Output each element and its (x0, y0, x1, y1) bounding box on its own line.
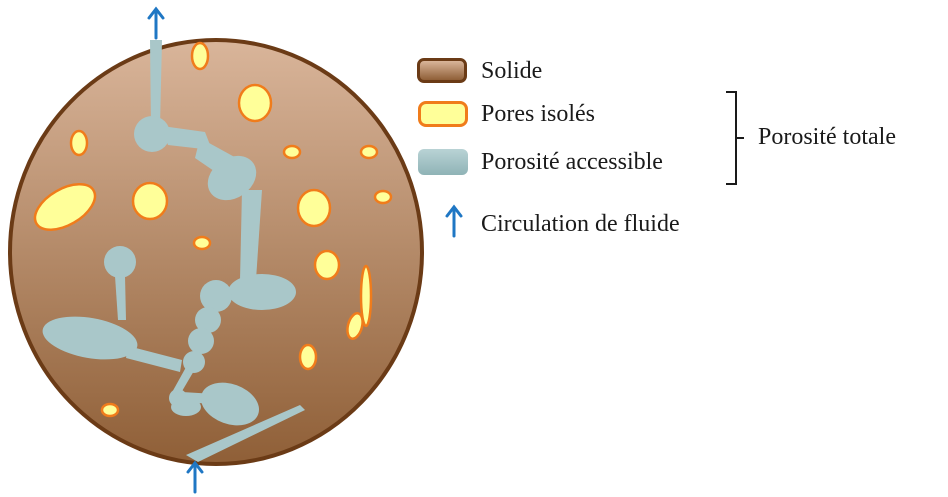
isolated-pore (194, 237, 210, 249)
isolated-pore (71, 131, 87, 155)
connected-pore (104, 246, 136, 278)
isolated-pore (300, 345, 316, 369)
fluid-flow-arrow-bottom (188, 463, 202, 492)
isolated-pore (102, 404, 118, 416)
connected-pore (228, 274, 296, 310)
isolated-pore (361, 146, 377, 158)
isolated-pore (239, 85, 271, 121)
fluid-flow-label: Circulation de fluide (481, 210, 680, 238)
solid-swatch (417, 58, 467, 83)
isolated-pore (133, 183, 167, 219)
accessible-porosity-label: Porosité accessible (481, 148, 663, 176)
channel (150, 40, 162, 126)
connected-pore (200, 280, 232, 312)
connected-pore (188, 328, 214, 354)
isolated-pores-label: Pores isolés (481, 100, 595, 128)
isolated-pore (192, 43, 208, 69)
isolated-pore (298, 190, 330, 226)
isolated-pore (375, 191, 391, 203)
fluid-flow-legend-arrow (447, 207, 461, 236)
fluid-flow-arrow-top (149, 9, 163, 38)
total-porosity-bracket (726, 92, 744, 184)
solid-label: Solide (481, 57, 542, 85)
accessible-porosity-swatch (418, 149, 468, 175)
total-porosity-label: Porosité totale (758, 123, 896, 151)
isolated-pores-swatch (418, 101, 468, 127)
isolated-pore (315, 251, 339, 279)
isolated-pore (284, 146, 300, 158)
